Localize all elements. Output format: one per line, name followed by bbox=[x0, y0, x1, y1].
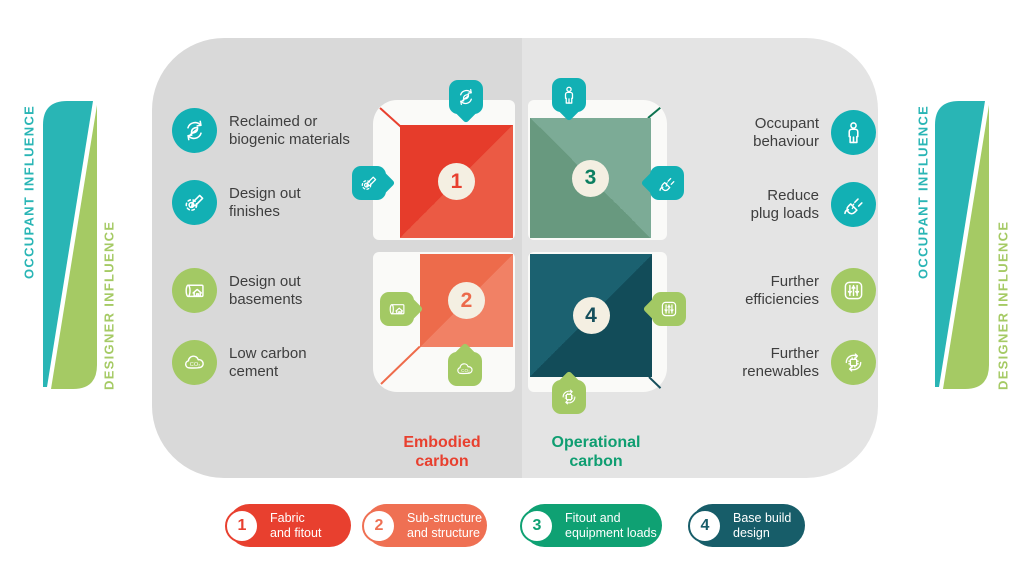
badge-recycle-leaf bbox=[449, 80, 483, 114]
quadrant-card-3: 3 bbox=[528, 100, 667, 240]
person-icon bbox=[831, 110, 876, 155]
badge-gear-pencil bbox=[352, 166, 386, 200]
influence-bar-right bbox=[935, 101, 989, 389]
legend-item-substructure: 2 Sub-structure and structure bbox=[362, 504, 487, 547]
sliders-icon bbox=[658, 298, 680, 320]
corner-line-2 bbox=[380, 345, 421, 385]
list-item-label: Design out finishes bbox=[229, 184, 301, 220]
matrix-container bbox=[152, 38, 878, 478]
list-item-design-out-finishes: Design out finishes bbox=[172, 180, 301, 225]
corner-line-4 bbox=[648, 376, 662, 389]
gear-pencil-icon bbox=[358, 172, 380, 194]
legend-item-fitout-equipment-loads: 3 Fitout and equipment loads bbox=[520, 504, 662, 547]
operational-carbon-label: Operational carbon bbox=[551, 434, 641, 470]
co2-cloud-icon bbox=[454, 358, 476, 380]
chip-renew-icon bbox=[558, 386, 580, 408]
badge-co2-cloud bbox=[448, 352, 482, 386]
occupant-influence-label-left: OCCUPANT INFLUENCE bbox=[21, 104, 37, 280]
designer-bar-shape bbox=[943, 105, 989, 389]
blueprint-house-icon bbox=[386, 298, 408, 320]
plug-icon bbox=[831, 182, 876, 227]
list-item-reduce-plug-loads: Reduce plug loads bbox=[751, 182, 876, 227]
badge-plug bbox=[650, 166, 684, 200]
list-item-label: Low carbon cement bbox=[229, 344, 307, 380]
quadrant-2-square: 2 bbox=[420, 254, 513, 347]
co2-cloud-icon bbox=[172, 340, 217, 385]
blueprint-house-icon bbox=[172, 268, 217, 313]
legend-number-badge: 2 bbox=[362, 508, 396, 543]
legend-number-badge: 1 bbox=[225, 508, 259, 543]
occupant-bar-shape bbox=[43, 101, 93, 387]
quadrant-card-4: 4 bbox=[528, 252, 667, 392]
recycle-leaf-icon bbox=[455, 86, 477, 108]
corner-line-3 bbox=[647, 106, 661, 119]
list-item-label: Further efficiencies bbox=[745, 272, 819, 308]
influence-bar-left bbox=[43, 101, 97, 389]
badge-chip-renew bbox=[552, 380, 586, 414]
legend-label: Base build design bbox=[733, 510, 792, 540]
gear-pencil-icon bbox=[172, 180, 217, 225]
recycle-leaf-icon bbox=[172, 108, 217, 153]
designer-bar-shape bbox=[51, 105, 97, 389]
quadrant-2-number: 2 bbox=[448, 282, 485, 319]
list-item-further-efficiencies: Further efficiencies bbox=[745, 268, 876, 313]
quadrant-4-number: 4 bbox=[572, 297, 610, 334]
designer-influence-label-right: DESIGNER INFLUENCE bbox=[995, 220, 1011, 390]
sliders-icon bbox=[831, 268, 876, 313]
legend-number-badge: 4 bbox=[688, 508, 722, 543]
person-icon bbox=[558, 84, 580, 106]
plug-icon bbox=[656, 172, 678, 194]
quadrant-4-square: 4 bbox=[530, 254, 652, 377]
list-item-low-carbon-cement: Low carbon cement bbox=[172, 340, 307, 385]
quadrant-card-1: 1 bbox=[373, 100, 515, 240]
list-item-further-renewables: Further renewables bbox=[742, 340, 876, 385]
legend-item-fabric-and-fitout: 1 Fabric and fitout bbox=[225, 504, 351, 547]
legend-label: Sub-structure and structure bbox=[407, 510, 483, 540]
chip-renew-icon bbox=[831, 340, 876, 385]
quadrant-3-number: 3 bbox=[572, 159, 609, 197]
list-item-label: Further renewables bbox=[742, 344, 819, 380]
list-item-occupant-behaviour: Occupant behaviour bbox=[753, 110, 876, 155]
legend-label: Fitout and equipment loads bbox=[565, 510, 657, 540]
embodied-carbon-label: Embodied carbon bbox=[403, 434, 481, 470]
occupant-bar-shape bbox=[935, 101, 985, 387]
list-item-reclaimed-materials: Reclaimed or biogenic materials bbox=[172, 108, 350, 153]
list-item-label: Reduce plug loads bbox=[750, 186, 819, 222]
badge-blueprint-house bbox=[380, 292, 414, 326]
list-item-label: Occupant behaviour bbox=[753, 114, 819, 150]
legend-number-badge: 3 bbox=[520, 508, 554, 543]
designer-influence-label-left: DESIGNER INFLUENCE bbox=[101, 220, 117, 390]
legend-item-base-build-design: 4 Base build design bbox=[688, 504, 805, 547]
corner-line-1 bbox=[379, 107, 402, 128]
quadrant-1-square: 1 bbox=[400, 125, 513, 238]
list-item-label: Reclaimed or biogenic materials bbox=[229, 112, 350, 148]
quadrant-1-number: 1 bbox=[438, 163, 475, 200]
badge-sliders bbox=[652, 292, 686, 326]
badge-occupant-person bbox=[552, 78, 586, 112]
list-item-design-out-basements: Design out basements bbox=[172, 268, 302, 313]
list-item-label: Design out basements bbox=[229, 272, 303, 308]
quadrant-3-square: 3 bbox=[530, 118, 651, 238]
legend-label: Fabric and fitout bbox=[270, 510, 322, 540]
